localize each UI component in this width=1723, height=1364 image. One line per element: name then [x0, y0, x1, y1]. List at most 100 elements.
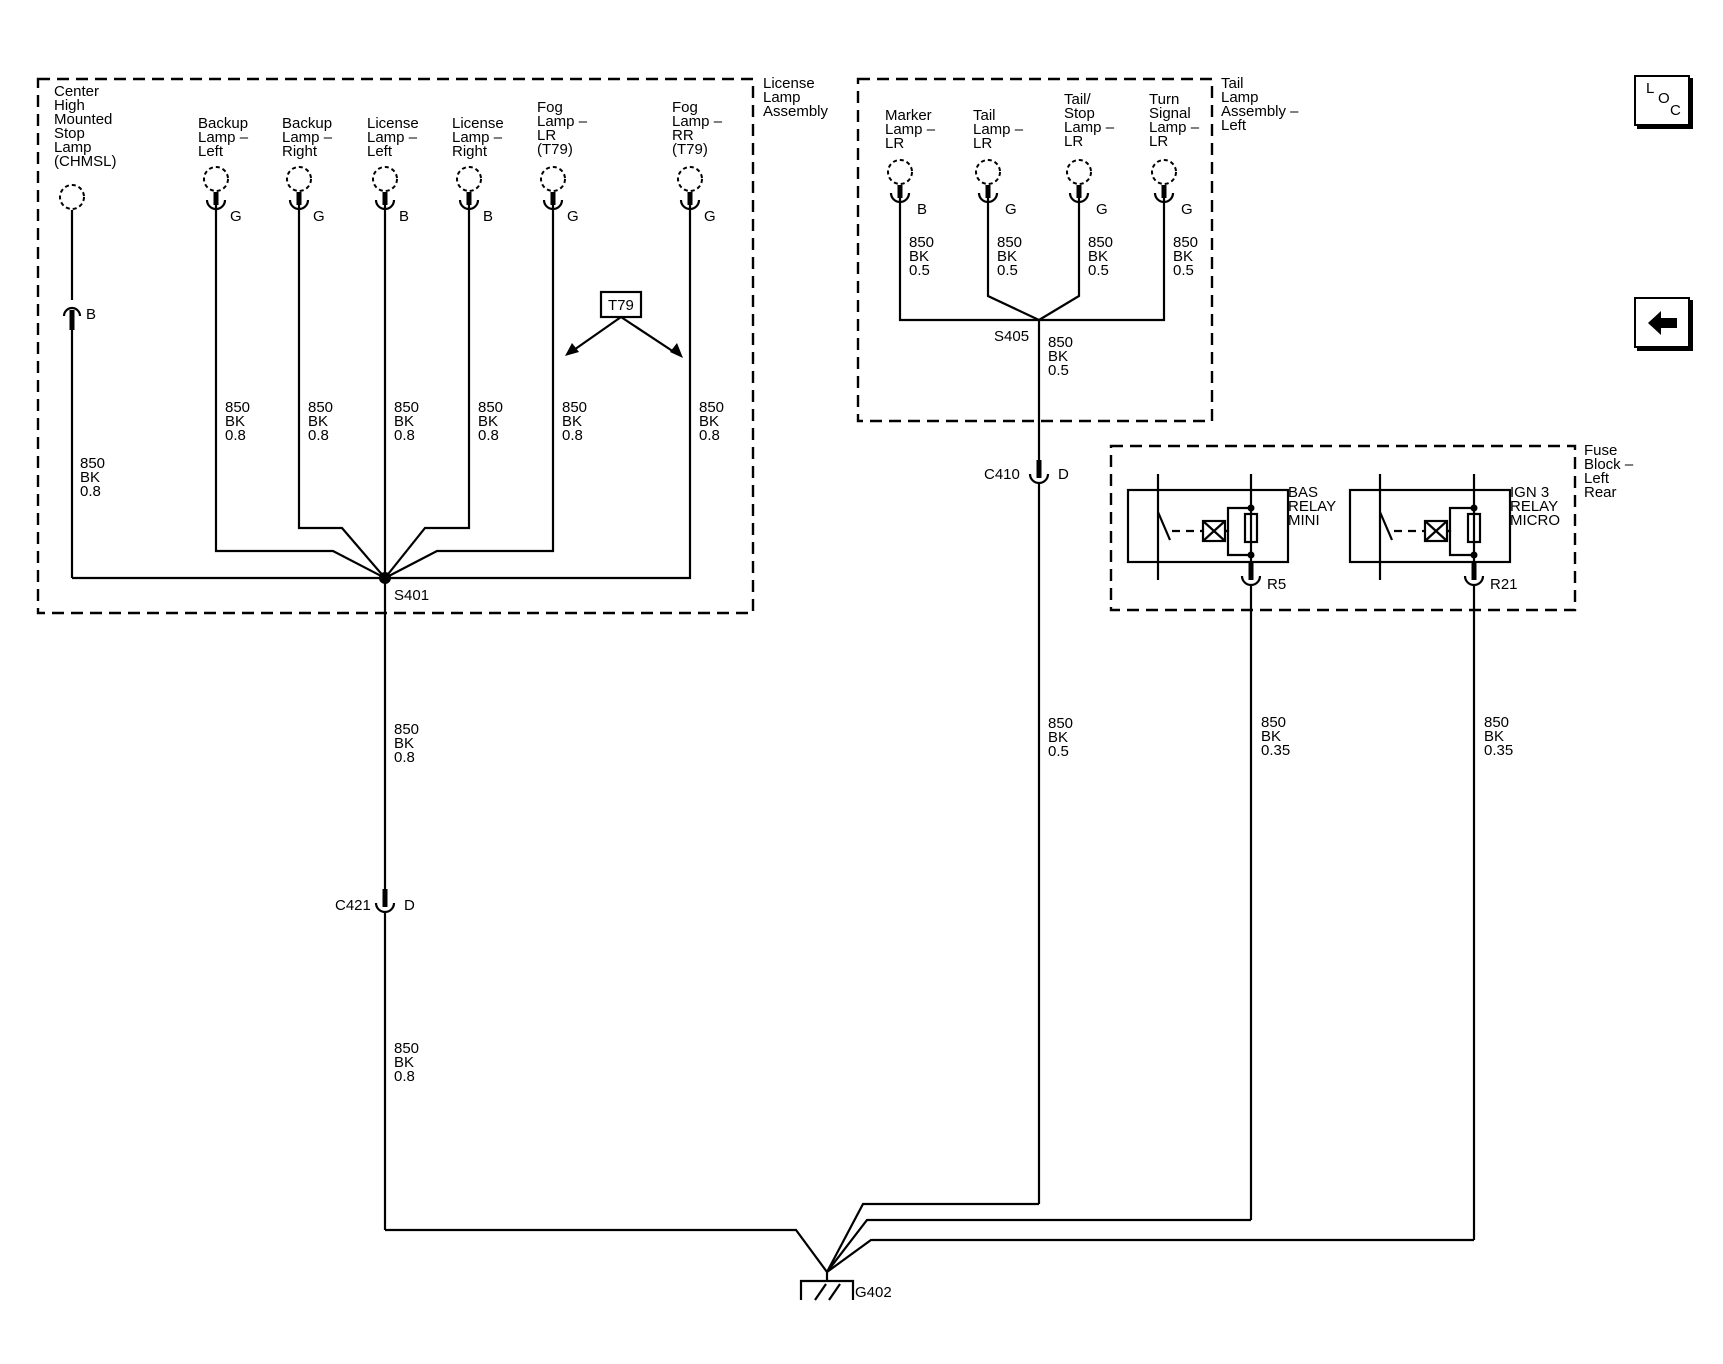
g402-hatch-2: [828, 1283, 841, 1301]
fog-lamp-lr: [540, 166, 566, 211]
fog-lamp-rr: [677, 166, 703, 211]
bas-relay-node-bottom: [1247, 551, 1255, 559]
tail-lamp-lr-pin: G: [1005, 201, 1017, 218]
tail-stop-lamp-lr: [1066, 159, 1092, 204]
c421-connector-cup: [374, 902, 396, 914]
location-button[interactable]: L O C: [1634, 75, 1690, 126]
ign3-relay-pin-label: R21: [1490, 576, 1518, 593]
s405-label: S405: [994, 328, 1029, 345]
fuse-block-boundary: [1109, 444, 1577, 612]
t79-arrowhead-right: [670, 343, 683, 358]
turn-signal-lamp-lr-bulb: [1151, 159, 1177, 185]
loc-letter-c: C: [1670, 102, 1681, 119]
g402-hatch-1: [814, 1283, 827, 1301]
marker-lamp-lr-pin: B: [917, 201, 927, 218]
turn-signal-lamp-lr-pin: G: [1181, 201, 1193, 218]
c410-pin-d: D: [1058, 466, 1069, 483]
ign3-relay-switch-arm: [1378, 511, 1394, 541]
license-lamp-right: [456, 166, 482, 211]
tail-stop-lamp-lr-wire: [1038, 198, 1081, 321]
backup-lamp-right: [286, 166, 312, 211]
ign3-relay-pin-terminal: [1463, 562, 1485, 587]
fog-lamp-rr-wire: [385, 205, 692, 580]
left-arrow-icon: [1648, 311, 1677, 335]
c421-connector: [374, 889, 396, 914]
ign3-relay-coil-lead-b: [1447, 529, 1474, 557]
bas-relay-pin-terminal-cup: [1240, 575, 1262, 587]
fog-lamp-rr-bulb: [677, 166, 703, 192]
tail-lamp-lr-bulb: [975, 159, 1001, 185]
loc-letter-o: O: [1658, 90, 1670, 107]
bas-relay-pin-terminal: [1240, 562, 1262, 587]
backup-lamp-left-wire: [214, 205, 386, 579]
license-lamp-right-wire: [384, 205, 471, 579]
tail-stop-lamp-lr-pin: G: [1096, 201, 1108, 218]
fog-lamp-lr-bulb: [540, 166, 566, 192]
ign3-relay-node-bottom: [1470, 551, 1478, 559]
license-lamp-left-bulb: [372, 166, 398, 192]
license-lamp-right-pin: B: [483, 208, 493, 225]
license-lamp-right-bulb: [456, 166, 482, 192]
marker-lamp-lr-wire: [898, 198, 1039, 322]
fog-lamp-lr-pin: G: [567, 208, 579, 225]
t79-option-label: T79: [608, 297, 634, 314]
bas-relay-resistor: [1243, 512, 1259, 544]
ign3-relay-node-top: [1470, 504, 1478, 512]
ign3-relay-resistor: [1466, 512, 1482, 544]
c410-connector: [1028, 460, 1050, 485]
tail-lamp-lr: [975, 159, 1001, 204]
chmsl-pin-b: B: [86, 306, 96, 323]
bas-relay-node-top: [1247, 504, 1255, 512]
backup-lamp-left-pin: G: [230, 208, 242, 225]
backup-lamp-right-pin: G: [313, 208, 325, 225]
turn-signal-lamp-lr-wire: [1039, 198, 1166, 322]
bas-relay-body: [1126, 488, 1290, 564]
backup-lamp-right-wire: [297, 205, 386, 579]
back-button[interactable]: [1634, 297, 1690, 348]
backup-lamp-left-bulb: [203, 166, 229, 192]
chmsl-connector: [62, 306, 82, 330]
turn-signal-lamp-lr: [1151, 159, 1177, 204]
bas-relay: [1126, 474, 1290, 580]
c421-label: C421: [335, 897, 371, 914]
marker-lamp-lr: [887, 159, 913, 204]
loc-letter-l: L: [1646, 80, 1655, 97]
c410-connector-cup: [1028, 473, 1050, 485]
backup-lamp-left: [203, 166, 229, 211]
t79-arrow-left: [570, 316, 622, 353]
t79-arrowhead-left: [565, 343, 579, 356]
c410-label: C410: [984, 466, 1020, 483]
t79-arrow-right: [620, 316, 678, 355]
ign3-relay-coil-lead-a: [1447, 506, 1474, 533]
license-lamp-assembly-boundary: [36, 77, 755, 615]
ign3-relay: [1348, 474, 1512, 580]
ign3-relay-pin-terminal-cup: [1463, 575, 1485, 587]
chmsl-bulb: [59, 184, 85, 210]
c410-ground-run: [826, 1202, 1039, 1273]
fog-lamp-rr-pin: G: [704, 208, 716, 225]
